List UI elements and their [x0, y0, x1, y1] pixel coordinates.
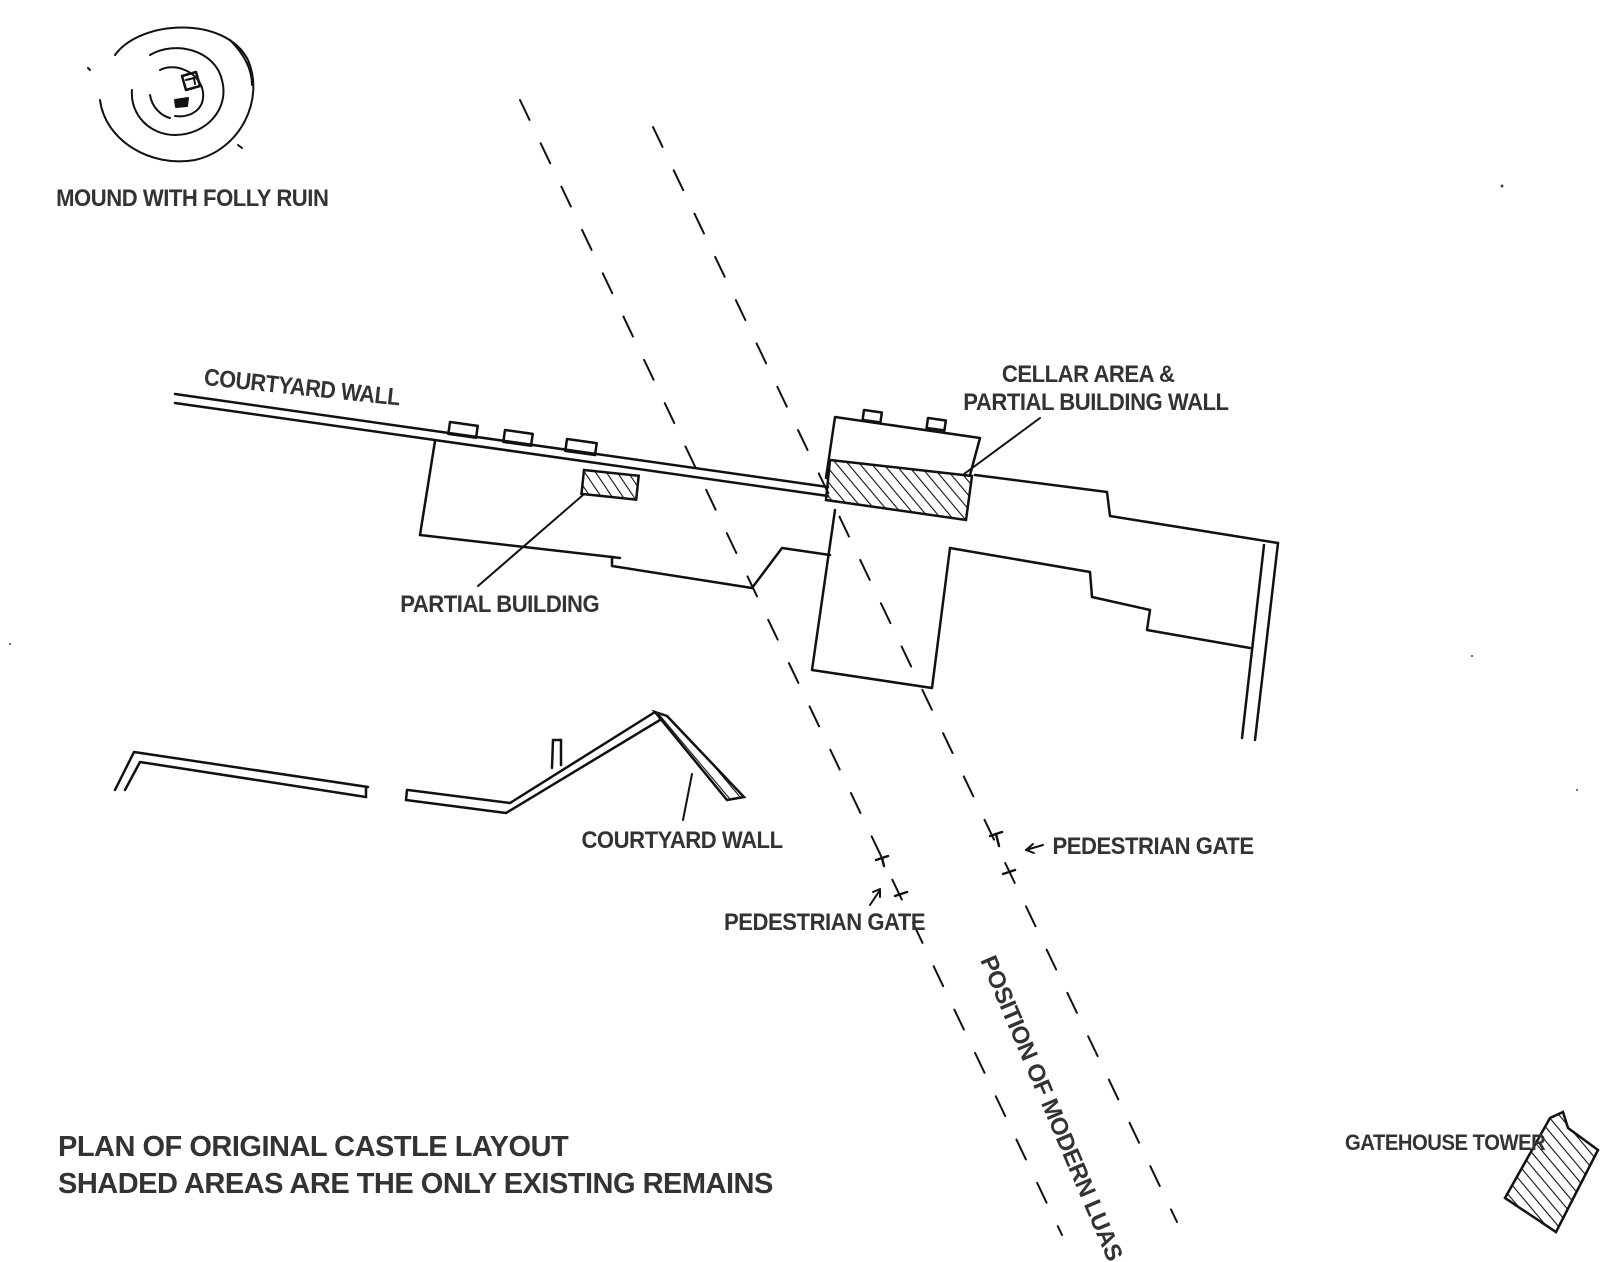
gatehouse-label: GATEHOUSE TOWER — [1345, 1131, 1545, 1155]
east-wing-outline — [810, 473, 1280, 742]
luas-line-tracks — [519, 99, 1178, 1236]
courtyard-wall-north-label: COURTYARD WALL — [203, 363, 402, 411]
pedestrian-gate-left-label: PEDESTRIAN GATE — [724, 908, 925, 935]
cellar-label-line2: PARTIAL BUILDING WALL — [963, 388, 1229, 415]
partial-building-remains — [580, 468, 641, 501]
partial-building-leader — [477, 494, 584, 587]
plan-title: PLAN OF ORIGINAL CASTLE LAYOUT — [58, 1131, 569, 1163]
courtyard-wall-south-remains — [651, 709, 747, 802]
courtyard-wall-north — [173, 392, 830, 498]
courtyard-wall-south-label: COURTYARD WALL — [581, 826, 783, 853]
mound-label: MOUND WITH FOLLY RUIN — [56, 184, 328, 211]
partial-building-label: PARTIAL BUILDING — [400, 590, 599, 617]
cellar-label-line1: CELLAR AREA & — [1002, 360, 1175, 387]
gatehouse-tower-remains — [1503, 1110, 1600, 1234]
cellar-leader — [963, 417, 1041, 475]
pedestrian-gate-arrows — [869, 843, 1044, 906]
plan-subtitle: SHADED AREAS ARE THE ONLY EXISTING REMAI… — [58, 1168, 773, 1200]
cellar-area-remains — [824, 458, 974, 522]
courtyard-wall-south — [113, 710, 662, 815]
courtyard-wall-south-leader — [682, 773, 693, 821]
mound-with-folly — [87, 26, 255, 163]
west-building-outline — [418, 420, 832, 590]
pedestrian-gate-markers — [874, 830, 1017, 898]
cellar-building-outline — [824, 408, 982, 480]
paper-specks — [9, 184, 1578, 1053]
pedestrian-gate-right-label: PEDESTRIAN GATE — [1052, 832, 1253, 859]
